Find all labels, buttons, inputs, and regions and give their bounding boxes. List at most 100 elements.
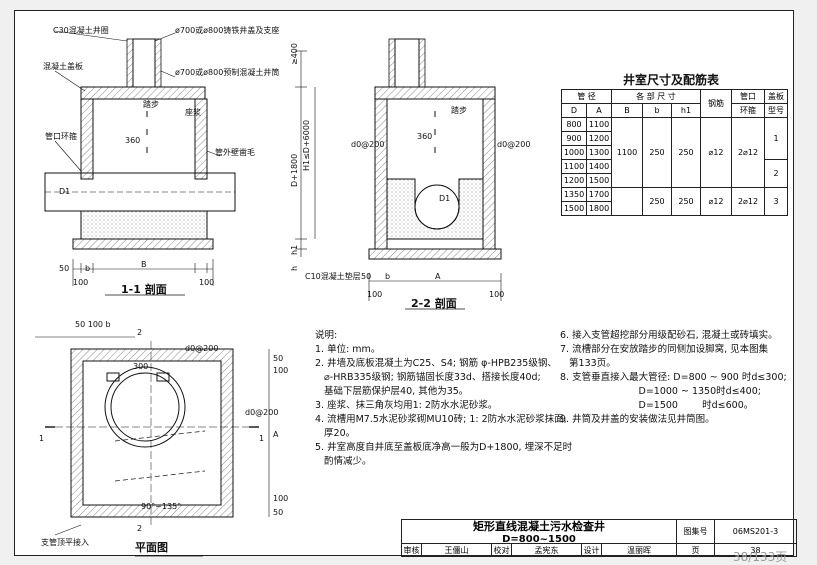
plan-dim-100b: 100 bbox=[273, 494, 289, 503]
dim-b: b bbox=[85, 264, 91, 273]
th-b: b bbox=[642, 103, 672, 118]
dim-100a-22: 100 bbox=[367, 290, 383, 299]
note-line: 8. 支管垂直接入最大管径: D=800 ~ 900 时d≤300; bbox=[560, 372, 787, 383]
note-line: ⌀-HRB335级钢; 钢筋锚固长度33d、搭接长度40d; bbox=[315, 372, 541, 383]
label-d1: D1 bbox=[59, 187, 71, 196]
label-d0-right: d0@200 bbox=[497, 140, 531, 149]
dim-b-22: b bbox=[385, 272, 391, 281]
note-line: 2. 井墙及底板混凝土为C25、S4; 钢筋 φ-HPB235级钢、 bbox=[315, 358, 557, 369]
label-ladder-22: 踏步 bbox=[451, 106, 467, 115]
cell-D: 1100 bbox=[561, 159, 587, 174]
plan-branch: 支管顶平接入 bbox=[41, 538, 89, 547]
dim-100a: 100 bbox=[73, 278, 89, 287]
cell-A: 1400 bbox=[586, 159, 612, 174]
cell-A: 1200 bbox=[586, 131, 612, 146]
dim-50-22: 50 bbox=[361, 272, 372, 281]
note-line: 1. 单位: mm。 bbox=[315, 344, 381, 355]
drawing-sheet: C30混凝土井圈 ø700或ø800铸铁井盖及支座 混凝土盖板 ø700或ø80… bbox=[14, 10, 797, 557]
cell-h1: 250 bbox=[671, 187, 701, 216]
cell-d0: ⌀12 bbox=[700, 187, 732, 216]
cell-slab: 3 bbox=[764, 187, 788, 216]
cell-h1: 250 bbox=[671, 117, 701, 188]
section-1-1-drawing bbox=[44, 30, 236, 296]
cell-b: 250 bbox=[642, 117, 672, 188]
note-line: 酌情减少。 bbox=[315, 456, 372, 467]
label-ring: 管口环箍 bbox=[45, 132, 77, 141]
cell-ring: 2⌀12 bbox=[731, 187, 765, 216]
drawing-title-line2: D=800~1500 bbox=[502, 534, 576, 545]
review-label: 审核 bbox=[402, 544, 422, 557]
label-top-slab: C30混凝土井圈 bbox=[53, 26, 109, 35]
note-line: D=1500 时d≤600。 bbox=[560, 400, 754, 411]
th-slab: 盖板 bbox=[764, 89, 788, 104]
label-d1-22: D1 bbox=[439, 194, 451, 203]
note-line: 9. 井筒及井盖的安装做法见井筒图。 bbox=[560, 414, 715, 425]
check-label: 校对 bbox=[492, 544, 512, 557]
section-1-1-title: 1-1 剖面 bbox=[121, 283, 167, 296]
th-A: A bbox=[586, 103, 612, 118]
plan-mark2-bottom: 2 bbox=[137, 524, 143, 533]
dimensions-table: 管 径 各 部 尺 寸 钢筋 管口 盖板 D A B b h1 环箍 型号 80… bbox=[561, 89, 788, 216]
cell-B-empty bbox=[611, 187, 643, 216]
cell-D: 1200 bbox=[561, 173, 587, 188]
th-ring: 环箍 bbox=[731, 103, 765, 118]
th-pipe-mouth: 管口 bbox=[731, 89, 765, 104]
cell-slab: 2 bbox=[764, 159, 788, 188]
reviewer: 王僵山 bbox=[422, 544, 492, 557]
dim-A: A bbox=[435, 272, 441, 281]
label-base: C10混凝土垫层 bbox=[305, 272, 361, 281]
dim-400: ≥400 bbox=[290, 43, 299, 65]
label-d0-left: d0@200 bbox=[351, 140, 385, 149]
th-dims: 各 部 尺 寸 bbox=[611, 89, 701, 104]
cell-d0: ⌀12 bbox=[700, 117, 732, 188]
note-line: 厚20。 bbox=[315, 428, 356, 439]
notes-heading: 说明: bbox=[315, 330, 338, 341]
label-cover: ø700或ø800铸铁井盖及支座 bbox=[175, 26, 280, 35]
note-line: D=1000 ~ 1350时d≤400; bbox=[560, 386, 761, 397]
plan-angle: 90°~135° bbox=[141, 502, 182, 511]
design-label: 设计 bbox=[582, 544, 602, 557]
th-slab-no: 型号 bbox=[764, 103, 788, 118]
notes-right: 6. 接入支管超挖部分用级配砂石, 混凝土或砖填实。 7. 流槽部分在安放踏步的… bbox=[560, 329, 815, 427]
cell-B: 1100 bbox=[611, 117, 643, 188]
plan-top-dims: 50 100 b bbox=[75, 320, 111, 329]
note-line: 基础下层筋保护层40, 其他为35。 bbox=[315, 386, 469, 397]
plan-dim-A: A bbox=[273, 430, 279, 439]
atlas-label: 图集号 bbox=[677, 520, 715, 544]
page-counter: 38/133页 bbox=[733, 550, 788, 564]
cell-D: 1350 bbox=[561, 187, 587, 202]
cell-A: 1500 bbox=[586, 173, 612, 188]
cell-A: 1300 bbox=[586, 145, 612, 160]
label-riser: ø700或ø800预制混凝土井筒 bbox=[175, 68, 280, 77]
dim-h-total: H1≤D+6000 bbox=[302, 119, 311, 171]
atlas-no: 06MS201-3 bbox=[715, 520, 797, 544]
plan-d0-right: d0@200 bbox=[245, 408, 279, 417]
drawing-title: 矩形直线混凝土污水检查井 D=800~1500 bbox=[402, 520, 677, 545]
dim-360: 360 bbox=[125, 136, 141, 145]
plan-dim-100a: 100 bbox=[273, 366, 289, 375]
plan-dim-300: 300 bbox=[133, 362, 149, 371]
plan-title: 平面图 bbox=[135, 541, 168, 554]
cell-A: 1100 bbox=[586, 117, 612, 132]
cell-D: 1500 bbox=[561, 201, 587, 216]
page-no: 38 bbox=[715, 544, 797, 557]
section-2-2-title: 2-2 剖面 bbox=[411, 297, 457, 310]
cell-D: 1000 bbox=[561, 145, 587, 160]
cell-D: 900 bbox=[561, 131, 587, 146]
cell-A: 1700 bbox=[586, 187, 612, 202]
title-block: 矩形直线混凝土污水检查井 D=800~1500 图集号 06MS201-3 审核… bbox=[401, 519, 797, 557]
section-2-2-drawing bbox=[295, 38, 502, 310]
th-D: D bbox=[561, 103, 587, 118]
cell-A: 1800 bbox=[586, 201, 612, 216]
notes-left: 说明: 1. 单位: mm。 2. 井墙及底板混凝土为C25、S4; 钢筋 φ-… bbox=[315, 329, 572, 469]
page-label: 页 bbox=[677, 544, 715, 557]
cell-ring: 2⌀12 bbox=[731, 117, 765, 188]
th-pipe: 管 径 bbox=[561, 89, 612, 104]
note-line: 7. 流槽部分在安放踏步的同侧加设脚窝, 见本图集 bbox=[560, 344, 769, 355]
dim-h: h bbox=[290, 265, 299, 271]
label-outer: 管外壁凿毛 bbox=[215, 148, 255, 157]
plan-mark2-top: 2 bbox=[137, 328, 143, 337]
plan-mark1-left: 1 bbox=[39, 434, 45, 443]
note-line: 4. 流槽用M7.5水泥砂浆砌MU10砖; 1: 2防水水泥砂浆抹面, bbox=[315, 414, 567, 425]
note-line: 第133页。 bbox=[560, 358, 616, 369]
